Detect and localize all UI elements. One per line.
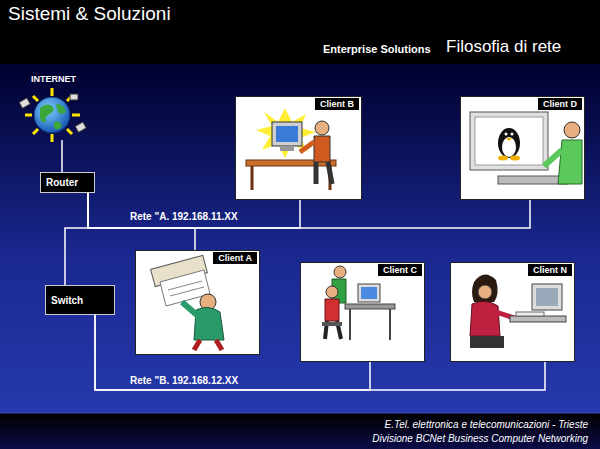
main-panel [0,64,600,413]
page-heading: Filosofia di rete [446,37,561,57]
footer-note: E.Tel. elettronica e telecomunicazioni -… [385,419,588,430]
client-tag: Client A [213,252,257,264]
network-label: INTERNET [31,74,76,84]
footer-rule [0,413,600,414]
client-c-figure [322,266,395,340]
network-label: Rete "B. 192.168.12.XX [130,375,238,386]
header-band [0,0,600,64]
router-box: Router [40,172,95,193]
client-box: Client N [450,262,575,362]
client-d-figure [470,112,582,184]
slide-title: Sistemi & Soluzioni [8,3,171,25]
footer-note: Divisione BCNet Business Computer Networ… [372,433,588,444]
client-grounds [135,96,585,362]
network-cable [95,315,370,390]
client-b-figure [246,108,336,190]
internet-link [61,140,63,172]
network-cable [88,193,300,228]
switch-box: Switch [45,285,115,315]
client-tag: Client C [378,264,422,276]
client-a-figure [151,255,224,350]
network-cable [65,193,88,285]
client-tag: Client B [315,98,359,110]
client-box: Client A [135,250,260,355]
client-box: Client D [460,96,585,200]
subtitle: Enterprise Solutions [323,43,431,55]
network-cable [95,315,545,390]
device-name: Router [46,177,78,188]
internet-globe [19,88,86,142]
client-tag: Client N [528,264,572,276]
client-box: Client B [235,96,362,200]
network-label: Rete "A. 192.168.11.XX [130,211,238,222]
network-cable [88,193,530,228]
device-name: Switch [51,295,83,306]
footer-band [0,413,600,449]
client-box: Client C [300,262,425,362]
client-tag: Client D [538,98,582,110]
client-n-figure [470,274,566,348]
